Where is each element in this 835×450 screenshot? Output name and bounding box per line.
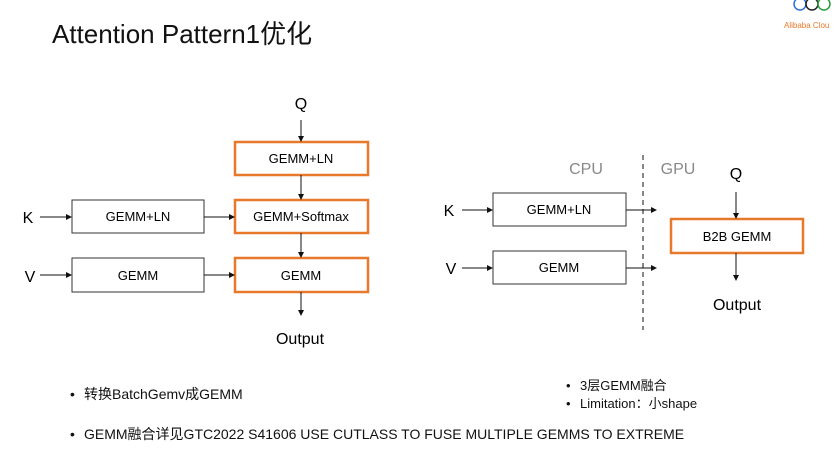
label-gpu: GPU — [661, 161, 696, 178]
out-gemm-label: GEMM — [281, 268, 321, 283]
v-gemm-box — [492, 250, 627, 285]
b2b-gemm-label: B2B GEMM — [703, 229, 772, 244]
v-gemm-box — [71, 257, 205, 293]
k-gemm-ln-box — [492, 192, 627, 227]
label-k: K — [23, 210, 34, 227]
k-gemm-ln-label: GEMM+LN — [106, 209, 171, 224]
v-gemm-label: GEMM — [118, 268, 158, 283]
right-arrows — [462, 192, 739, 281]
slide-title: Attention Pattern1优化 — [52, 19, 313, 49]
label-v: V — [446, 261, 457, 278]
bullet-bottom: •GEMM融合详见GTC2022 S41606 USE CUTLASS TO F… — [70, 426, 685, 442]
bullet-left: •转换BatchGemv成GEMM — [70, 386, 243, 402]
bullet-text: Limitation：小shape — [580, 396, 698, 411]
label-k: K — [444, 203, 455, 220]
q-gemm-ln-box — [233, 140, 370, 177]
label-q: Q — [295, 96, 307, 113]
left-arrows — [40, 120, 304, 316]
alibaba-cloud-logo: Alibaba Clou — [784, 0, 831, 30]
left-diagram: Q K V Output GEMM+LN GEMM GEMM+LN GEMM+S… — [23, 96, 370, 348]
q-gemm-ln-label: GEMM+LN — [269, 151, 334, 166]
label-output: Output — [713, 297, 762, 314]
label-output: Output — [276, 331, 325, 348]
gemm-softmax-label: GEMM+Softmax — [253, 209, 349, 224]
bullet-right-1: •3层GEMM融合 — [566, 378, 667, 393]
bullet-text: GEMM融合详见GTC2022 S41606 USE CUTLASS TO FU… — [84, 426, 685, 442]
svg-text:Alibaba Clou: Alibaba Clou — [784, 21, 829, 30]
v-gemm-label: GEMM — [539, 260, 579, 275]
bullet-text: 转换BatchGemv成GEMM — [84, 386, 243, 402]
b2b-gemm-box — [669, 217, 805, 255]
label-q: Q — [730, 166, 742, 183]
k-gemm-ln-label: GEMM+LN — [527, 202, 592, 217]
bullet-right-2: •Limitation：小shape — [566, 396, 698, 411]
bullet-text: 3层GEMM融合 — [580, 378, 667, 393]
k-gemm-ln-box — [71, 199, 205, 234]
label-cpu: CPU — [569, 161, 603, 178]
label-v: V — [25, 269, 36, 286]
right-diagram: CPU GPU K V Q Output GEMM+LN GEMM B2B GE… — [444, 155, 805, 330]
